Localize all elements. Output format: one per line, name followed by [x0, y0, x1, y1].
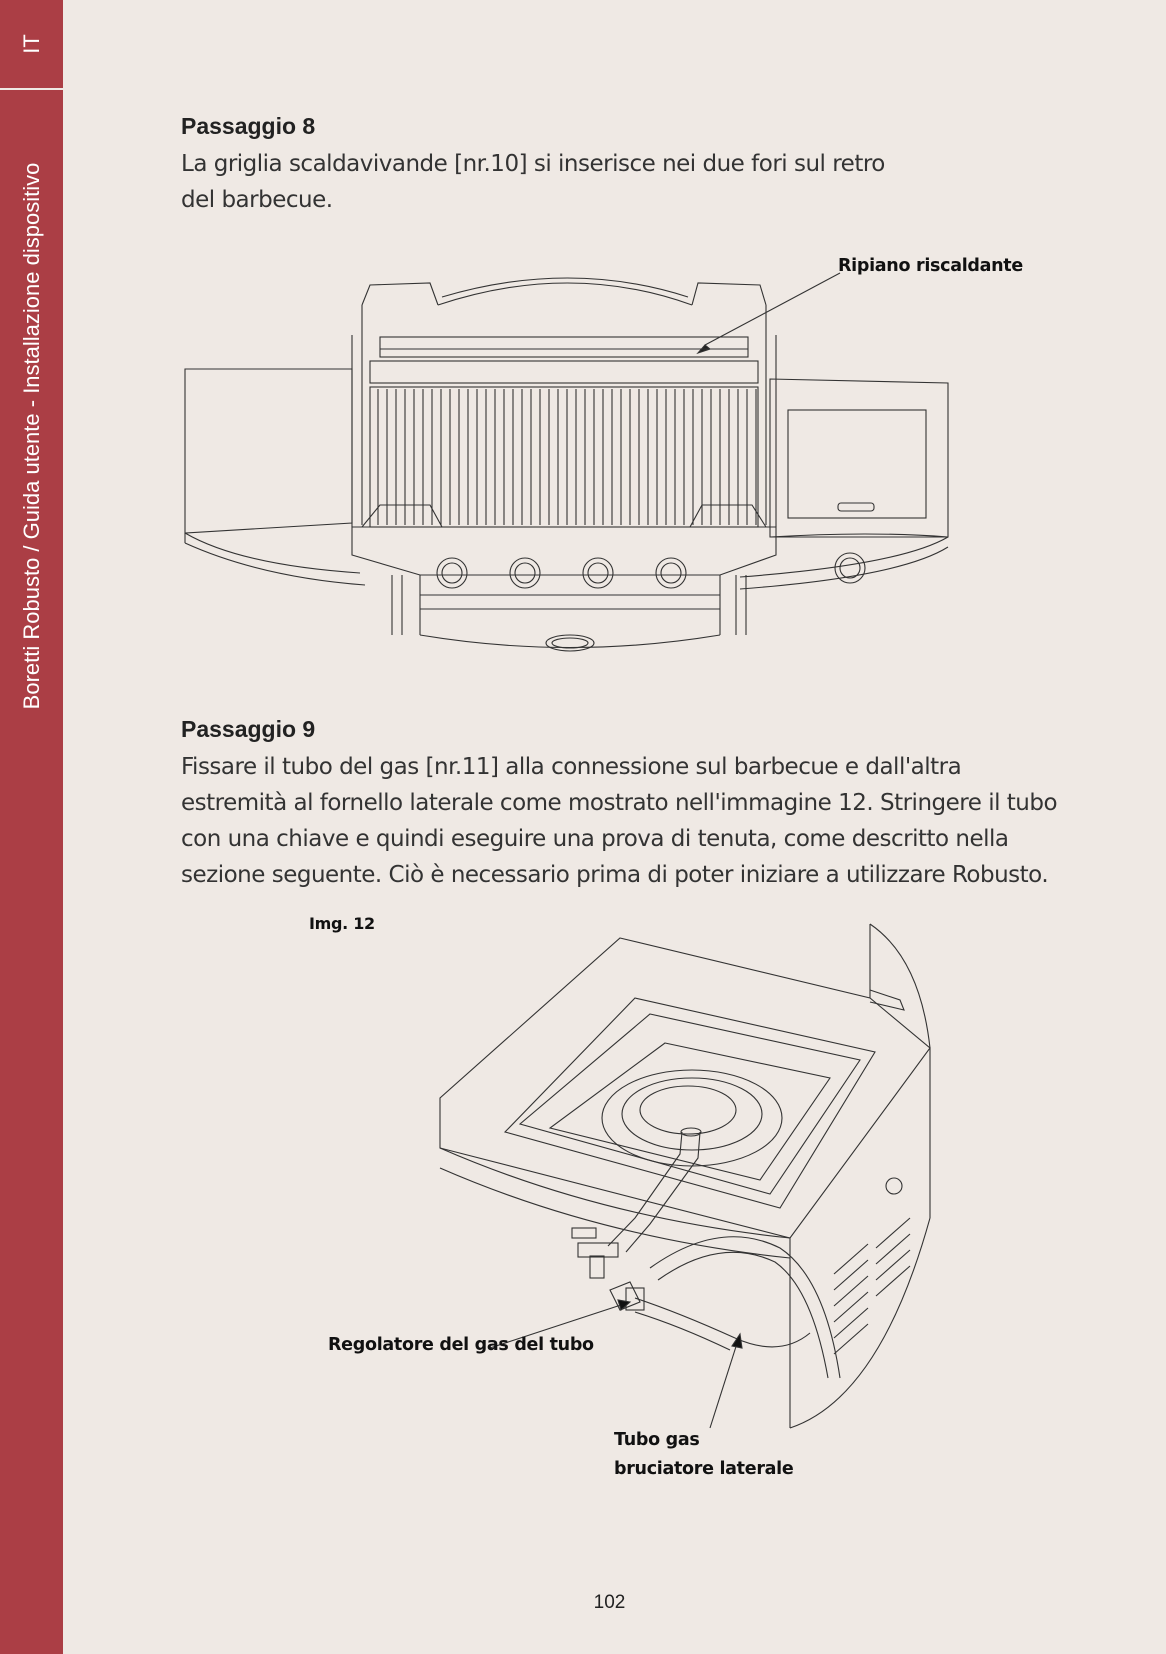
label-regulator: Regolatore del gas del tubo	[328, 1335, 594, 1355]
page-number: 102	[593, 1592, 626, 1613]
step8-title: Passaggio 8	[181, 113, 316, 139]
label-warming-rack: Ripiano riscaldante	[838, 256, 1023, 276]
section-title: Boretti Robusto / Guida utente - Install…	[19, 162, 44, 710]
label-hose-line1: Tubo gas	[614, 1430, 700, 1450]
step9-title: Passaggio 9	[181, 716, 316, 742]
grill-front-illustration	[184, 272, 949, 652]
label-hose-line2: bruciatore laterale	[614, 1459, 794, 1479]
step8-text: La griglia scaldavivande [nr.10] si inse…	[181, 151, 885, 213]
sidebar: IT Boretti Robusto / Guida utente - Inst…	[0, 0, 63, 1654]
side-burner-illustration	[439, 923, 931, 1429]
language-tab: IT	[0, 0, 63, 90]
language-label: IT	[18, 34, 44, 54]
step9-text: Fissare il tubo del gas [nr.11] alla con…	[181, 754, 1058, 888]
figure-caption: Img. 12	[309, 914, 375, 933]
